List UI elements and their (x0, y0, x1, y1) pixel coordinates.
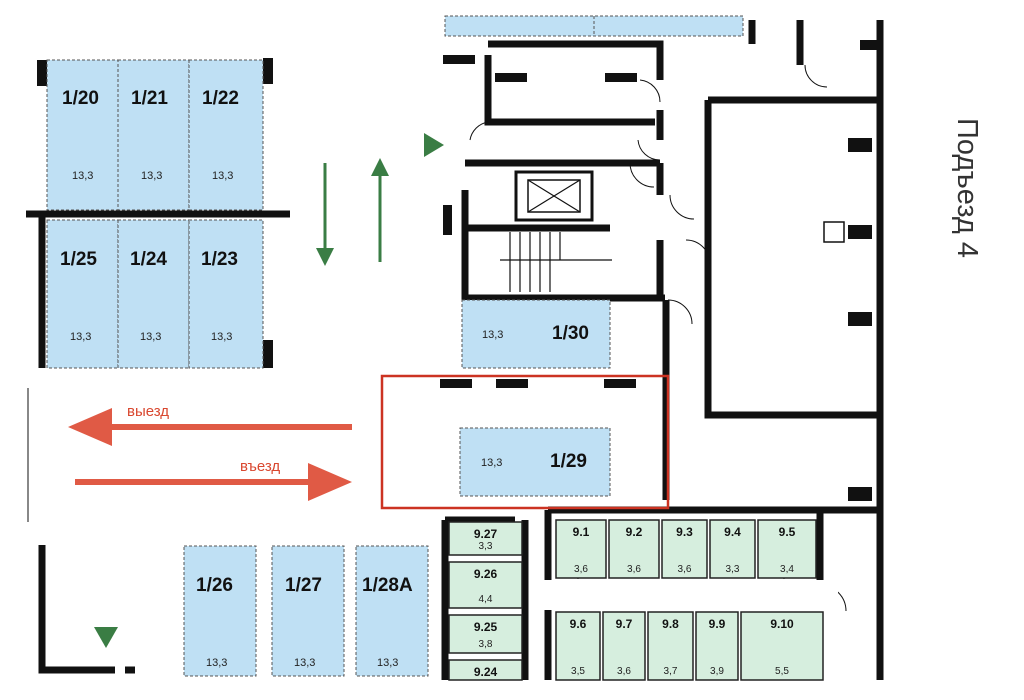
storage-unit[interactable]: 9.1 3,6 (555, 519, 607, 579)
entry-label: въезд (240, 458, 280, 475)
storage-unit-area: 3,7 (664, 666, 678, 677)
parking-spot-label: 1/20 (62, 88, 99, 109)
storage-unit[interactable]: 9.24 (448, 659, 523, 681)
storage-unit-area: 3,6 (627, 564, 641, 575)
parking-spot-area: 13,3 (72, 170, 93, 182)
storage-unit-label: 9.8 (662, 617, 679, 631)
storage-unit-label: 9.6 (570, 617, 587, 631)
parking-spot[interactable]: 1/23 13,3 (188, 219, 264, 369)
parking-spot-label: 1/26 (196, 575, 233, 596)
parking-spot-label: 1/30 (552, 323, 589, 344)
parking-spot-area: 13,3 (212, 170, 233, 182)
direction-arrow-down (316, 163, 334, 266)
storage-unit-area: 4,4 (479, 594, 493, 605)
parking-spot-area: 13,3 (206, 657, 227, 669)
storage-unit[interactable]: 9.3 3,6 (661, 519, 708, 579)
storage-unit[interactable]: 9.6 3,5 (555, 611, 601, 681)
parking-spot[interactable]: 1/29 13,3 (459, 427, 611, 497)
parking-spot-area: 13,3 (294, 657, 315, 669)
exit-label: выезд (127, 403, 169, 420)
storage-unit-label: 9.25 (474, 620, 498, 634)
elevator-icon (514, 170, 594, 222)
entry-arrow (75, 463, 352, 501)
parking-spot[interactable]: 1/27 13,3 (271, 545, 345, 677)
storage-unit-label: 9.24 (474, 665, 498, 679)
storage-unit-area: 3,9 (710, 666, 724, 677)
parking-spot-label: 1/27 (285, 575, 322, 596)
parking-spots: 1/20 13,3 1/21 13,3 1/22 13,3 1/25 13,3 1/24 13,3… (46, 59, 611, 677)
parking-spot-area: 13,3 (377, 657, 398, 669)
storage-unit[interactable]: 9.7 3,6 (602, 611, 646, 681)
selected-spot-highlight (380, 374, 670, 510)
storage-unit[interactable]: 9.5 3,4 (757, 519, 817, 579)
parking-spot-label: 1/25 (60, 249, 97, 270)
storage-unit-label: 9.27 (474, 527, 498, 541)
storage-unit-label: 9.9 (709, 617, 726, 631)
storage-unit-label: 9.7 (616, 617, 633, 631)
parking-spot-area: 13,3 (482, 329, 503, 341)
storage-unit-area: 3,3 (726, 564, 740, 575)
parking-spot-area: 13,3 (481, 457, 502, 469)
parking-spot[interactable]: 1/21 13,3 (117, 59, 190, 211)
storage-unit[interactable]: 9.2 3,6 (608, 519, 660, 579)
direction-marker-right (424, 133, 444, 157)
parking-spot-label: 1/23 (201, 249, 238, 270)
storage-unit[interactable]: 9.4 3,3 (709, 519, 756, 579)
storage-unit-label: 9.5 (779, 525, 796, 539)
pillars (37, 40, 880, 501)
storage-unit-area: 3,3 (479, 541, 493, 552)
storage-units: 9.273,39.264,49.253,89.249.13,69.23,69.3… (448, 519, 824, 681)
direction-marker-down (94, 627, 118, 648)
storage-unit-label: 9.10 (770, 617, 794, 631)
parking-spot-area: 13,3 (70, 331, 91, 343)
parking-spot[interactable]: 1/20 13,3 (46, 59, 119, 211)
parking-spot[interactable]: 1/22 13,3 (188, 59, 264, 211)
socket-icon (823, 221, 845, 243)
storage-corridor (548, 580, 838, 610)
exit-arrow (68, 408, 352, 446)
staircase (500, 232, 612, 292)
parking-spot-area: 13,3 (211, 331, 232, 343)
parking-spot[interactable]: 1/24 13,3 (117, 219, 190, 369)
storage-unit-area: 3,6 (678, 564, 692, 575)
walls (26, 20, 884, 680)
storage-unit-area: 3,4 (780, 564, 794, 575)
storage-unit-area: 3,8 (479, 639, 493, 650)
parking-spot-label: 1/21 (131, 88, 168, 109)
entrance-label: Подъезд 4 (951, 118, 983, 258)
storage-unit-label: 9.26 (474, 567, 498, 581)
storage-unit-label: 9.2 (626, 525, 643, 539)
storage-unit[interactable]: 9.26 4,4 (448, 561, 523, 609)
parking-spot-area: 13,3 (140, 331, 161, 343)
storage-unit-area: 5,5 (775, 666, 789, 677)
parking-spot-label: 1/28A (362, 575, 413, 596)
storage-unit-label: 9.1 (573, 525, 590, 539)
storage-unit-label: 9.4 (724, 525, 741, 539)
storage-unit[interactable]: 9.10 5,5 (740, 611, 824, 681)
parking-spot-label: 1/24 (130, 249, 167, 270)
parking-spot[interactable]: 1/26 13,3 (183, 545, 257, 677)
parking-spot[interactable]: 1/25 13,3 (46, 219, 119, 369)
storage-unit[interactable]: 9.9 3,9 (695, 611, 739, 681)
storage-unit-area: 3,5 (571, 666, 585, 677)
storage-unit[interactable]: 9.8 3,7 (647, 611, 694, 681)
storage-unit-area: 3,6 (617, 666, 631, 677)
storage-unit[interactable]: 9.273,3 (448, 521, 523, 556)
direction-arrow-up (371, 158, 389, 262)
parking-spot-label: 1/22 (202, 88, 239, 109)
parking-spot-label: 1/29 (550, 451, 587, 472)
storage-unit-label: 9.3 (676, 525, 693, 539)
parking-spot[interactable]: 1/28A 13,3 (355, 545, 429, 677)
storage-unit[interactable]: 9.25 3,8 (448, 614, 523, 654)
storage-unit-area: 3,6 (574, 564, 588, 575)
parking-spot[interactable]: 1/30 13,3 (461, 299, 611, 369)
parking-spot-area: 13,3 (141, 170, 162, 182)
